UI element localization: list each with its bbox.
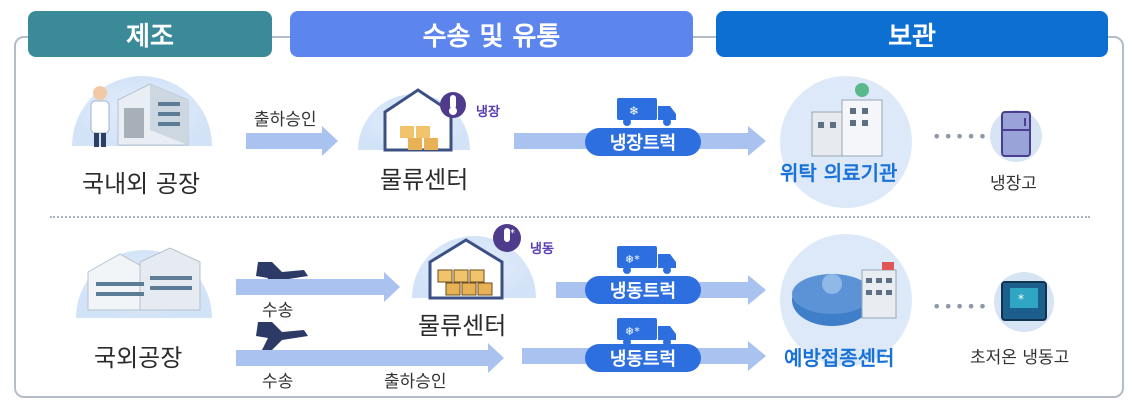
hospital-icon bbox=[792, 262, 897, 326]
arrow-r2-1 bbox=[236, 272, 400, 302]
truck-icon: ❄ bbox=[617, 98, 676, 126]
arrow-r2-2 bbox=[236, 343, 504, 373]
frozen-truck-pill-2: 냉동트럭 bbox=[585, 344, 701, 372]
consigned-medical-institution: 위탁 의료기관 bbox=[780, 161, 898, 185]
refrigerator-label: 냉장고 bbox=[990, 174, 1037, 194]
warehouse-icon bbox=[383, 88, 453, 152]
logistics-center-label-2: 물류센터 bbox=[418, 312, 507, 340]
thermometer-icon: * bbox=[493, 224, 521, 252]
header-transport: 수송 및 유통 bbox=[290, 11, 693, 57]
airplane-icon bbox=[256, 322, 308, 350]
factory-icon bbox=[87, 247, 201, 311]
warehouse-icon bbox=[428, 238, 504, 300]
step-shipment-approval-2: 출하승인 bbox=[384, 372, 447, 392]
step-transport-2: 수송 bbox=[262, 372, 294, 392]
svg-text:❄: ❄ bbox=[629, 104, 639, 118]
refrigerated-truck-pill: 냉장트럭 bbox=[585, 128, 701, 156]
header-manufacture: 제조 bbox=[28, 11, 272, 57]
origin-overseas-factory: 국외공장 bbox=[94, 344, 183, 372]
origin-domestic-overseas-factory: 국내외 공장 bbox=[82, 170, 201, 198]
hospital-icon bbox=[811, 83, 883, 157]
ultra-cold-freezer-label: 초저온 냉동고 bbox=[970, 348, 1070, 368]
frozen-tag: 냉동 bbox=[530, 242, 554, 257]
refrigerator-icon bbox=[1001, 111, 1031, 157]
arrow-r1-1 bbox=[246, 126, 338, 156]
svg-text:*: * bbox=[510, 228, 515, 239]
logistics-center-label: 물류센터 bbox=[380, 166, 469, 194]
scientist-icon bbox=[90, 86, 110, 147]
frozen-truck-pill-1: 냉동트럭 bbox=[585, 276, 701, 304]
factory-icon bbox=[117, 83, 189, 146]
step-transport-1: 수송 bbox=[262, 301, 294, 321]
truck-icon: ❄* bbox=[617, 318, 676, 346]
refrigerated-tag: 냉장 bbox=[476, 105, 500, 120]
step-shipment-approval: 출하승인 bbox=[254, 110, 317, 130]
svg-text:*: * bbox=[1018, 292, 1024, 306]
vaccination-center: 예방접종센터 bbox=[784, 346, 895, 370]
truck-icon: ❄* bbox=[617, 246, 676, 274]
dotted-connector-2: ••••• bbox=[932, 297, 990, 316]
thermometer-icon bbox=[440, 92, 466, 118]
svg-text:❄*: ❄* bbox=[625, 253, 640, 266]
dotted-connector: ••••• bbox=[932, 127, 990, 146]
header-storage: 보관 bbox=[716, 11, 1108, 57]
svg-text:❄*: ❄* bbox=[625, 325, 640, 338]
row-separator bbox=[50, 216, 1090, 218]
freezer-icon: * bbox=[1001, 281, 1047, 321]
